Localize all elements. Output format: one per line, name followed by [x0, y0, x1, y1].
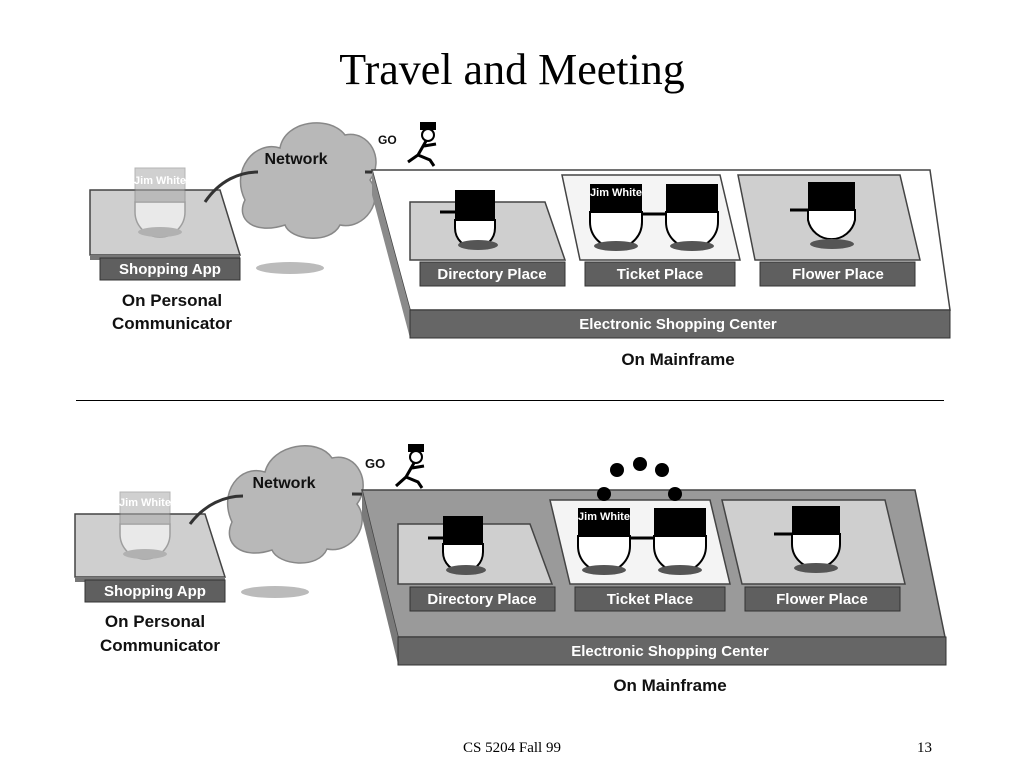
ticket-place-label: Ticket Place [617, 266, 703, 283]
diagram-top: Shopping App On Personal Communicator Ji… [0, 110, 1024, 400]
ticket-agent-label: Jim White [590, 187, 642, 199]
device-network-link [203, 170, 259, 203]
faded-agent-icon [119, 491, 171, 560]
diagram-bottom-svg: Shopping App On Personal Communicator Ji… [74, 444, 947, 695]
flower-place: Flower Place [721, 499, 906, 612]
network-label: Network [264, 151, 327, 168]
divider-line [76, 400, 944, 401]
faded-agent-label: Jim White [119, 497, 171, 509]
faded-agent-icon [134, 167, 186, 238]
center-label: Electronic Shopping Center [571, 643, 769, 660]
meeting-dots-icon [597, 457, 682, 501]
device-label-line1: On Personal [122, 291, 222, 310]
device-label-line1: On Personal [105, 612, 205, 631]
ticket-agent-label: Jim White [578, 511, 630, 523]
footer-course: CS 5204 Fall 99 [463, 740, 561, 756]
flower-place-label: Flower Place [776, 591, 868, 608]
mainframe-label: On Mainframe [621, 350, 734, 369]
directory-place-label: Directory Place [437, 266, 546, 283]
go-label: GO [378, 133, 397, 147]
device-label-line2: Communicator [100, 636, 220, 655]
device-network-link [188, 494, 244, 525]
flower-place: Flower Place [737, 174, 921, 287]
center-label: Electronic Shopping Center [579, 316, 777, 333]
ticket-place: Ticket Place [561, 174, 741, 287]
ticket-place: Ticket Place [549, 499, 731, 612]
network-label: Network [252, 475, 315, 492]
directory-place: Directory Place [409, 190, 567, 287]
faded-agent-label: Jim White [134, 175, 186, 187]
slide-title: Travel and Meeting [339, 45, 685, 94]
go-label: GO [365, 456, 385, 471]
device-label-line2: Communicator [112, 314, 232, 333]
diagram-top-svg: Shopping App On Personal Communicator Ji… [89, 122, 951, 369]
diagram-bottom: Shopping App On Personal Communicator Ji… [0, 432, 1024, 722]
flower-place-label: Flower Place [792, 266, 884, 283]
page-number: 13 [917, 740, 932, 756]
network-cloud [226, 445, 364, 598]
network-cloud [239, 122, 377, 274]
runner-icon [407, 122, 437, 167]
mainframe-label: On Mainframe [613, 676, 726, 695]
ticket-place-label: Ticket Place [607, 591, 693, 608]
runner-icon [394, 444, 425, 489]
shopping-app-label: Shopping App [119, 261, 221, 278]
shopping-app-label: Shopping App [104, 583, 206, 600]
directory-place-label: Directory Place [427, 591, 536, 608]
directory-place: Directory Place [397, 516, 556, 612]
